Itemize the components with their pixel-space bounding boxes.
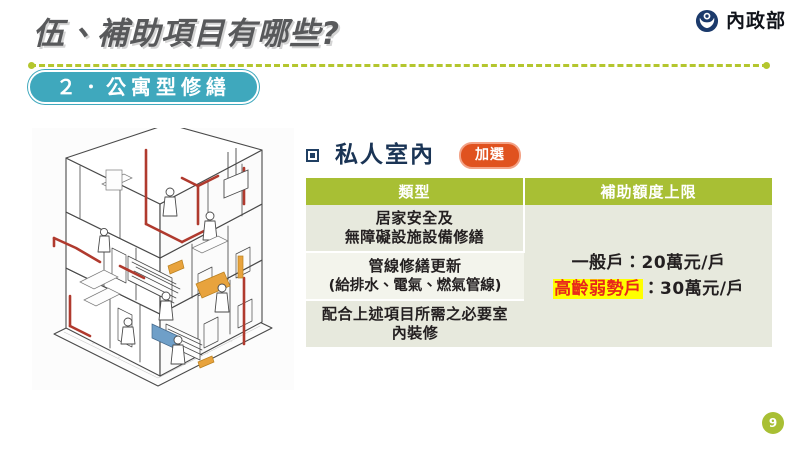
cell-amount: 一般戶：20萬元/戶 高齡弱勢戶：30萬元/戶 — [524, 205, 772, 350]
page-title: 伍、補助項目有哪些? — [33, 16, 340, 52]
title-divider — [28, 62, 770, 69]
building-illustration — [32, 128, 294, 390]
table-row: 配合上述項目所需之必要室 內裝修 — [306, 300, 772, 350]
section-subheading: 私人室內 加選 — [306, 138, 772, 172]
divider-dashes — [30, 64, 768, 67]
square-bullet-icon — [306, 148, 319, 162]
subsidy-table: 類型 補助額度上限 居家安全及 無障礙設施設備修繕 一般戶：20萬元/戶 高齡弱… — [306, 178, 772, 350]
isometric-building-cutaway-icon — [52, 128, 273, 387]
type-line-main: 配合上述項目所需之必要室 — [321, 305, 508, 324]
amount-general: 一般戶：20萬元/戶 — [571, 252, 726, 273]
type-line-second: 內裝修 — [391, 324, 439, 343]
amount-elderly-disadvantaged: 高齡弱勢戶：30萬元/戶 — [531, 276, 766, 302]
type-line-main: 管線修繕更新 — [368, 257, 462, 276]
table-header-row: 類型 補助額度上限 — [306, 178, 772, 205]
ministry-logo-text: 內政部 — [725, 9, 786, 32]
column-header-amount: 補助額度上限 — [524, 178, 772, 205]
type-line-second: (給排水、電氣、燃氣管線) — [328, 277, 502, 294]
type-line-second: 無障礙設施設備修繕 — [344, 228, 485, 247]
type-line-main: 居家安全及 — [375, 209, 454, 227]
cell-type-1: 居家安全及 無障礙設施設備修繕 — [306, 205, 525, 254]
ministry-emblem-icon — [695, 9, 719, 33]
page-number-badge: 9 — [762, 412, 784, 434]
main-content: 私人室內 加選 類型 補助額度上限 居家安全及 無障礙設施設備修繕 — [306, 138, 772, 350]
column-header-type: 類型 — [306, 178, 525, 205]
divider-dot-right — [763, 62, 770, 69]
table-row: 居家安全及 無障礙設施設備修繕 一般戶：20萬元/戶 高齡弱勢戶：30萬元/戶 — [306, 205, 772, 350]
section-pill: ２．公寓型修繕 — [28, 70, 259, 104]
amount-highlight-label: 高齡弱勢戶 — [553, 279, 643, 300]
table-row: 管線修繕更新 (給排水、電氣、燃氣管線) — [306, 252, 772, 302]
amount-highlight-rest: ：30萬元/戶 — [642, 279, 744, 300]
cell-type-3: 配合上述項目所需之必要室 內裝修 — [306, 300, 524, 350]
section-pill-label: ２．公寓型修繕 — [56, 75, 231, 99]
divider-dot-left — [28, 62, 35, 69]
optional-tag-badge: 加選 — [459, 141, 521, 169]
cell-type-2: 管線修繕更新 (給排水、電氣、燃氣管線) — [306, 252, 524, 302]
subheading-label: 私人室內 — [335, 141, 435, 168]
ministry-logo: 內政部 — [694, 8, 786, 34]
